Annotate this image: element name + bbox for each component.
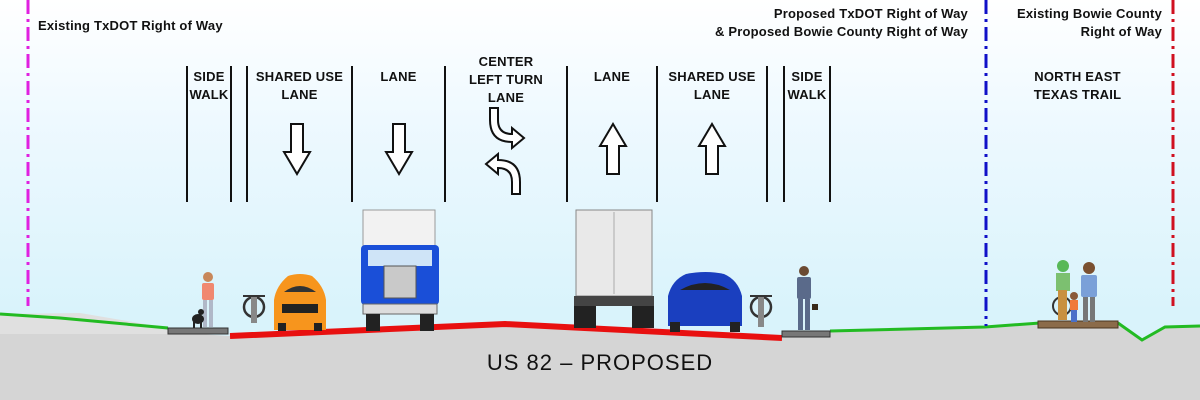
bicycle-icon — [242, 295, 266, 323]
lane-divider — [351, 66, 353, 202]
existing-bowie-row-label-line1: Existing Bowie County — [1016, 6, 1162, 21]
lane-divider — [766, 66, 768, 202]
grass-left — [0, 312, 169, 330]
lane-divider — [783, 66, 785, 202]
turn-arrows-icon — [484, 107, 526, 195]
lane-label-line: LEFT TURN — [468, 72, 543, 87]
arrow-up-icon — [598, 122, 628, 175]
family-icon — [1052, 260, 1097, 322]
arrow-down-icon — [282, 123, 312, 176]
lane-label-line: LANE — [281, 87, 318, 102]
lane-label-line: WALK — [189, 87, 229, 102]
lane-label-trail: NORTH EAST TEXAS TRAIL — [1030, 68, 1125, 104]
lane-label-line: SIDE — [791, 69, 823, 84]
lane-divider — [829, 66, 831, 202]
lane-label-sidewalk-right: SIDE WALK — [785, 68, 829, 104]
lane-label-line: SHARED USE — [668, 69, 756, 84]
sidewalk-right — [781, 330, 831, 338]
sidewalk-left — [167, 327, 229, 335]
bicycle-icon — [749, 295, 773, 327]
pedestrian-icon — [797, 266, 818, 330]
lane-label-sidewalk-left: SIDE WALK — [188, 68, 230, 104]
lane-label-line: CENTER — [478, 54, 534, 69]
lane-divider — [566, 66, 568, 202]
lane-divider — [444, 66, 446, 202]
existing-txdot-row-label: Existing TxDOT Right of Way — [38, 18, 223, 33]
lane-label-line: SIDE — [193, 69, 225, 84]
proposed-row-label-line1: Proposed TxDOT Right of Way — [773, 6, 968, 21]
dog-icon — [192, 309, 204, 328]
arrow-up-icon — [697, 122, 727, 175]
existing-bowie-row-label-line2: Right of Way — [1080, 24, 1162, 39]
lane-label-line: WALK — [787, 87, 827, 102]
lane-label-line: LANE — [593, 69, 631, 84]
orange-car-icon — [274, 274, 326, 331]
lane-label-center-turn: CENTER LEFT TURN LANE — [446, 53, 566, 107]
roadway-surface — [229, 320, 783, 341]
lane-label-line: LANE — [487, 90, 525, 105]
lane-label-lane-right: LANE — [568, 68, 656, 86]
lane-label-shared-use-left: SHARED USE LANE — [248, 68, 351, 104]
lane-label-lane-left: LANE — [353, 68, 444, 86]
lane-divider — [656, 66, 658, 202]
blue-semi-truck-icon — [361, 209, 439, 331]
lane-label-line: LANE — [380, 69, 417, 84]
lane-label-line: TEXAS TRAIL — [1033, 87, 1122, 102]
lane-label-line: LANE — [693, 87, 731, 102]
trail-surface — [1037, 320, 1119, 329]
lane-label-shared-use-right: SHARED USE LANE — [658, 68, 766, 104]
lane-divider — [246, 66, 248, 202]
grass-right — [829, 321, 1041, 333]
proposed-row-label-line2: & Proposed Bowie County Right of Way — [715, 24, 968, 39]
grass-ditch — [1117, 321, 1200, 342]
lane-label-line: NORTH EAST — [1034, 69, 1121, 84]
lane-label-line: SHARED USE — [255, 69, 344, 84]
white-trailer-truck-icon — [574, 209, 654, 328]
pedestrian-icon — [202, 272, 214, 327]
blue-car-icon — [668, 272, 742, 332]
lane-divider — [230, 66, 232, 202]
lane-divider — [186, 66, 188, 202]
arrow-down-icon — [384, 123, 414, 176]
diagram-caption: US 82 – PROPOSED — [486, 350, 714, 375]
